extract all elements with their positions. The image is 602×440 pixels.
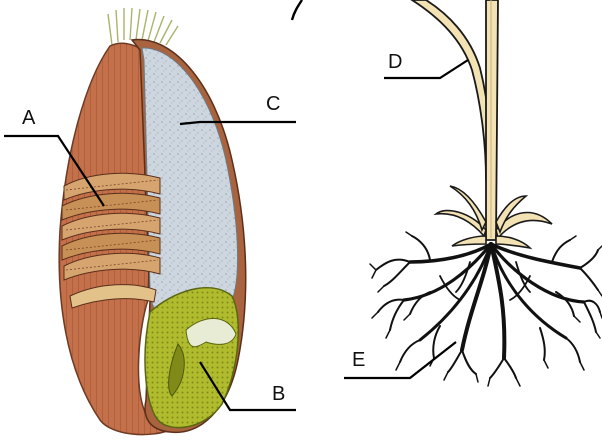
seedling-leaf-edge bbox=[292, 0, 302, 20]
seedling-main-stem bbox=[486, 0, 498, 240]
label-e: E bbox=[352, 349, 365, 371]
grain-illustration bbox=[59, 8, 246, 435]
label-d: D bbox=[388, 51, 402, 73]
seedling-illustration bbox=[292, 0, 602, 386]
label-a: A bbox=[22, 107, 36, 129]
seedling-roots bbox=[370, 232, 602, 386]
seedling-leaning-stem bbox=[412, 0, 492, 180]
label-c: C bbox=[266, 93, 280, 115]
grain-embryo bbox=[145, 288, 238, 428]
label-b: B bbox=[272, 383, 285, 405]
